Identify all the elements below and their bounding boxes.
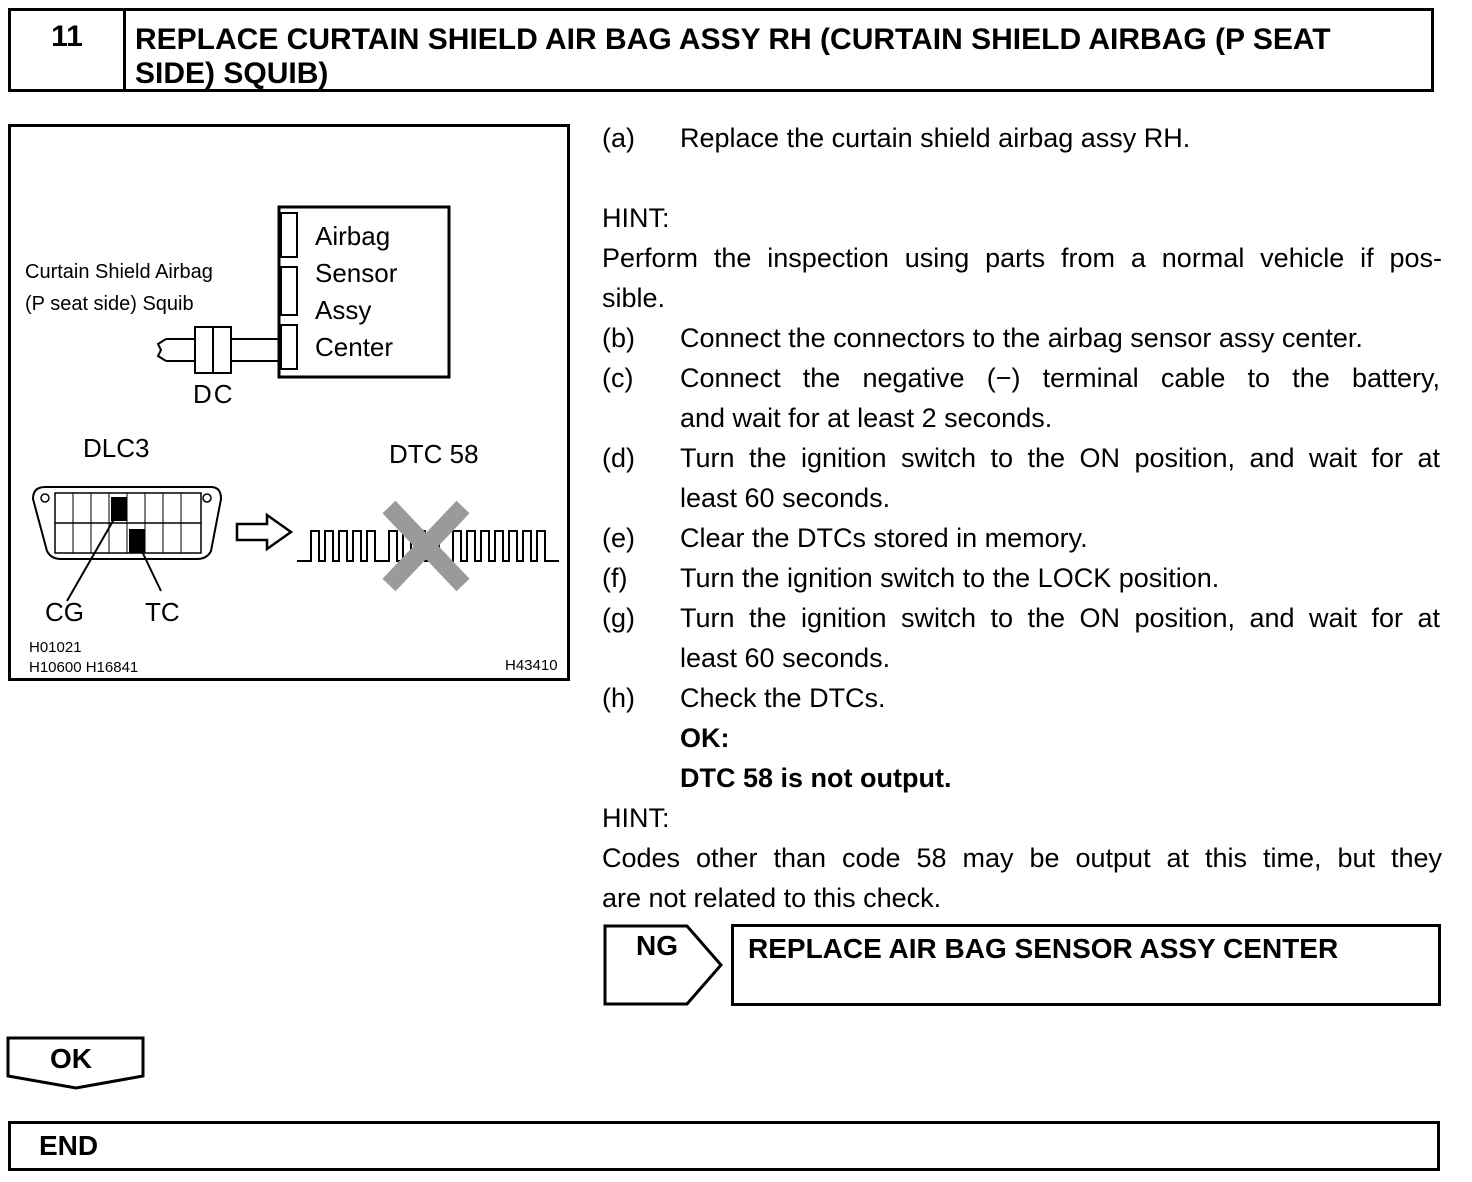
step-text: least 60 seconds. bbox=[680, 643, 891, 673]
step-f: (f) Turn the ignition switch to the LOCK… bbox=[602, 558, 1442, 598]
cg-terminal-label: CG bbox=[45, 597, 84, 627]
step-label: (c) bbox=[602, 363, 634, 393]
step-c-cont: and wait for at least 2 seconds. bbox=[602, 398, 1442, 438]
figure-ref-1: H01021 bbox=[29, 639, 82, 656]
hint-2-line-1: Codes other than code 58 may be output a… bbox=[602, 838, 1442, 878]
step-text: Turn the ignition switch to the LOCK pos… bbox=[680, 563, 1220, 593]
step-e: (e) Clear the DTCs stored in memory. bbox=[602, 518, 1442, 558]
step-h: (h) Check the DTCs. bbox=[602, 678, 1442, 718]
step-a: (a) Replace the curtain shield airbag as… bbox=[602, 118, 1442, 158]
squib-label-line2: (P seat side) Squib bbox=[25, 293, 194, 315]
step-b: (b) Connect the connectors to the airbag… bbox=[602, 318, 1442, 358]
sensor-label-line2: Sensor bbox=[315, 258, 398, 288]
sensor-label-line4: Center bbox=[315, 332, 394, 362]
step-text: Clear the DTCs stored in memory. bbox=[680, 523, 1088, 553]
step-text: and wait for at least 2 seconds. bbox=[680, 403, 1053, 433]
step-label: (e) bbox=[602, 523, 635, 553]
step-label: (d) bbox=[602, 443, 635, 473]
step-header: 11 REPLACE CURTAIN SHIELD AIR BAG ASSY R… bbox=[8, 8, 1434, 92]
dtc-label: DTC 58 bbox=[389, 439, 479, 469]
dlc3-label: DLC3 bbox=[83, 433, 150, 463]
step-text: Connect the negative (−) terminal cable … bbox=[680, 363, 1440, 393]
ok-label: OK bbox=[50, 1043, 92, 1074]
sensor-label-line3: Assy bbox=[315, 295, 372, 325]
step-title: REPLACE CURTAIN SHIELD AIR BAG ASSY RH (… bbox=[135, 23, 1331, 90]
ok-text: DTC 58 is not output. bbox=[680, 763, 952, 793]
ng-arrow-box bbox=[603, 924, 723, 1006]
hint-text: Perform the inspection using parts from … bbox=[602, 243, 1442, 273]
ok-criteria: DTC 58 is not output. bbox=[602, 758, 1442, 798]
ng-label: NG bbox=[636, 930, 678, 961]
step-number: 11 bbox=[11, 11, 126, 89]
step-g: (g) Turn the ignition switch to the ON p… bbox=[602, 598, 1442, 638]
step-text: least 60 seconds. bbox=[680, 483, 891, 513]
hint-title: HINT: bbox=[602, 203, 670, 233]
hint-1-title: HINT: bbox=[602, 198, 1442, 238]
step-label: (b) bbox=[602, 323, 635, 353]
hint-text: Codes other than code 58 may be output a… bbox=[602, 843, 1442, 873]
squib-label-line1: Curtain Shield Airbag bbox=[25, 261, 213, 283]
hint-text: are not related to this check. bbox=[602, 883, 942, 913]
hint-2-line-2: are not related to this check. bbox=[602, 878, 1442, 918]
end-box: END bbox=[8, 1121, 1440, 1171]
step-label: (a) bbox=[602, 123, 635, 153]
connector-label: DC bbox=[193, 379, 235, 409]
ng-action-text: REPLACE AIR BAG SENSOR ASSY CENTER bbox=[748, 933, 1339, 964]
tc-terminal-label: TC bbox=[145, 597, 180, 627]
figure-ref-2: H10600 H16841 bbox=[29, 659, 139, 676]
ng-action-box: REPLACE AIR BAG SENSOR ASSY CENTER bbox=[731, 924, 1441, 1006]
hint-text: sible. bbox=[602, 283, 666, 313]
step-label: (g) bbox=[602, 603, 635, 633]
sensor-label-line1: Airbag bbox=[315, 221, 391, 251]
step-d-cont: least 60 seconds. bbox=[602, 478, 1442, 518]
hint-2-title: HINT: bbox=[602, 798, 1442, 838]
step-text: Replace the curtain shield airbag assy R… bbox=[680, 123, 1191, 153]
ok-arrow-box bbox=[6, 1036, 145, 1090]
step-text: Turn the ignition switch to the ON posit… bbox=[680, 443, 1440, 473]
figure-drawing bbox=[31, 205, 559, 602]
step-label: (h) bbox=[602, 683, 635, 713]
step-label: (f) bbox=[602, 563, 628, 593]
step-g-cont: least 60 seconds. bbox=[602, 638, 1442, 678]
step-text: Turn the ignition switch to the ON posit… bbox=[680, 603, 1440, 633]
hint-title: HINT: bbox=[602, 803, 670, 833]
hint-1-line-2: sible. bbox=[602, 278, 1442, 318]
ok-title: OK: bbox=[680, 723, 730, 753]
wiring-figure: Curtain Shield Airbag (P seat side) Squi… bbox=[8, 124, 570, 681]
step-d: (d) Turn the ignition switch to the ON p… bbox=[602, 438, 1442, 478]
hint-1-line-1: Perform the inspection using parts from … bbox=[602, 238, 1442, 278]
end-label: END bbox=[39, 1130, 99, 1161]
blank-line bbox=[602, 158, 1442, 198]
step-text: Check the DTCs. bbox=[680, 683, 886, 713]
step-text: Connect the connectors to the airbag sen… bbox=[680, 323, 1363, 353]
procedure: (a) Replace the curtain shield airbag as… bbox=[602, 118, 1442, 918]
figure-ref-3: H43410 bbox=[505, 657, 558, 674]
step-c: (c) Connect the negative (−) terminal ca… bbox=[602, 358, 1442, 398]
ok-criteria-title: OK: bbox=[602, 718, 1442, 758]
